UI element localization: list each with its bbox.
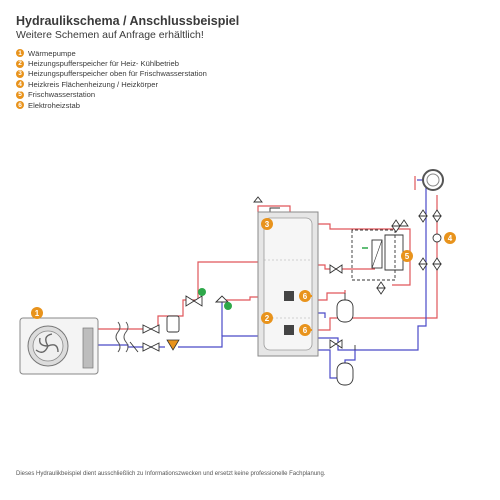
disclaimer-text: Dieses Hydraulikbeispiel dient ausschlie… — [16, 471, 326, 477]
buffer-tank — [257, 211, 319, 357]
legend-label: Wärmepumpe — [28, 48, 76, 58]
ball-valve-icon — [329, 339, 343, 349]
legend: 1 Wärmepumpe 2 Heizungspufferspeicher fü… — [16, 48, 207, 110]
diagram-subtitle: Weitere Schemen auf Anfrage erhältlich! — [16, 29, 204, 41]
svg-text:5: 5 — [405, 252, 410, 261]
pipes-neutral — [269, 207, 404, 350]
fresh-water-station — [362, 239, 383, 269]
legend-number-badge: 3 — [16, 69, 24, 78]
ball-valve-icon — [142, 324, 160, 334]
dirt-separator-icon — [129, 315, 180, 353]
flexible-hose-icon — [115, 321, 129, 353]
marker-4: 4 — [444, 232, 456, 244]
ball-valve-icon — [432, 209, 442, 223]
svg-text:1: 1 — [35, 309, 40, 318]
diagram-title: Hydraulikschema / Anschlussbeispiel — [16, 14, 240, 28]
legend-label: Frischwasserstation — [28, 90, 96, 100]
legend-item: 6 Elektroheizstab — [16, 100, 207, 110]
expansion-vessel-icon — [336, 299, 354, 386]
valve-icons — [142, 196, 442, 352]
ball-valve-icon — [399, 219, 409, 227]
marker-2: 2 — [261, 312, 273, 324]
legend-item: 1 Wärmepumpe — [16, 48, 207, 58]
actuator-icon — [198, 288, 206, 296]
legend-item: 5 Frischwasserstation — [16, 90, 207, 100]
marker-6-upper: 6 — [299, 290, 311, 302]
legend-label: Elektroheizstab — [28, 100, 80, 110]
actuator-icon — [224, 302, 232, 310]
legend-item: 2 Heizungspufferspeicher für Heiz- Kühlb… — [16, 58, 207, 68]
legend-item: 4 Heizkreis Flächenheizung / Heizkörper — [16, 79, 207, 89]
svg-text:2: 2 — [265, 314, 270, 323]
legend-number-badge: 2 — [16, 59, 24, 68]
marker-5: 5 — [401, 250, 413, 262]
ball-valve-icon — [432, 257, 442, 271]
marker-3: 3 — [261, 218, 273, 230]
ball-valve-icon — [418, 257, 428, 271]
mixing-valve-group — [185, 288, 232, 310]
legend-number-badge: 6 — [16, 101, 24, 110]
svg-text:4: 4 — [448, 234, 453, 243]
svg-text:3: 3 — [265, 220, 270, 229]
ball-valve-icon — [376, 281, 386, 295]
svg-text:6: 6 — [303, 292, 308, 301]
legend-item: 3 Heizungspufferspeicher oben für Frisch… — [16, 69, 207, 79]
marker-1: 1 — [31, 307, 43, 319]
heating-circuit — [422, 169, 444, 243]
legend-number-badge: 1 — [16, 49, 24, 58]
ball-valve-icon — [142, 342, 160, 352]
pump-icon — [432, 233, 442, 243]
ball-valve-icon — [391, 219, 401, 233]
legend-number-badge: 4 — [16, 80, 24, 89]
legend-label: Heizkreis Flächenheizung / Heizkörper — [28, 79, 158, 89]
marker-6-lower: 6 — [299, 324, 311, 336]
heat-pump-unit — [19, 317, 129, 375]
sensor-icon — [284, 325, 294, 335]
fan-icon — [35, 333, 59, 353]
number-markers: 1 2 3 4 5 6 6 — [31, 218, 456, 336]
svg-text:6: 6 — [303, 326, 308, 335]
safety-valve-icon — [253, 196, 263, 203]
legend-label: Heizungspufferspeicher für Heiz- Kühlbet… — [28, 59, 179, 69]
legend-label: Heizungspufferspeicher oben für Frischwa… — [28, 69, 207, 79]
legend-number-badge: 5 — [16, 90, 24, 99]
sensor-icon — [284, 291, 294, 301]
ball-valve-icon — [329, 264, 343, 274]
ball-valve-icon — [418, 209, 428, 223]
